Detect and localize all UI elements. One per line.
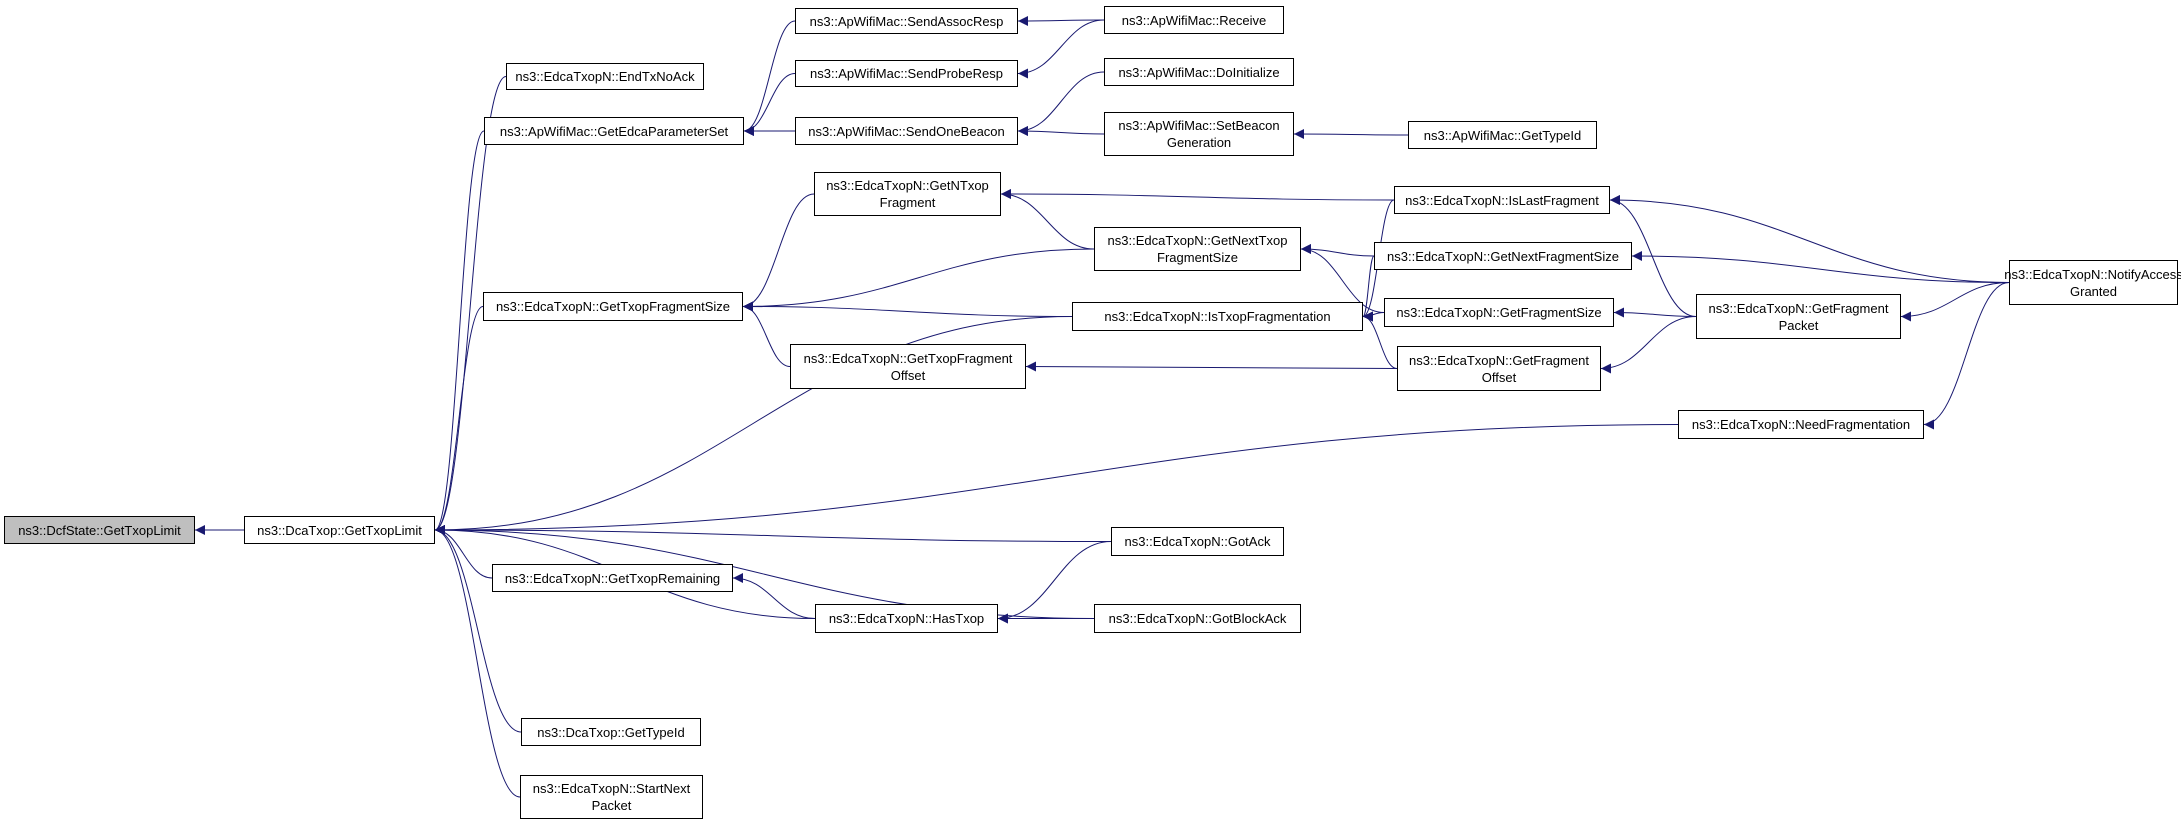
graph-node-n9[interactable]: ns3::ApWifiMac::SendProbeResp [795, 60, 1018, 87]
edge-n12-to-n4 [742, 301, 791, 367]
edge-n22-to-n11 [1000, 189, 1395, 201]
edge-n27-to-n25 [1600, 316, 1697, 374]
graph-node-n25[interactable]: ns3::EdcaTxopN::GetFragment Offset [1397, 346, 1601, 391]
graph-node-n13[interactable]: ns3::EdcaTxopN::IsTxopFragmentation [1072, 302, 1363, 331]
graph-node-n27[interactable]: ns3::EdcaTxopN::GetFragment Packet [1696, 294, 1901, 339]
edge-n25-to-n12 [1025, 361, 1398, 372]
edge-n13-to-n1 [434, 316, 1073, 535]
edge-n21-to-n17 [1293, 129, 1409, 140]
edge-n19-to-n14 [997, 541, 1112, 624]
edge-n7-to-n1 [434, 525, 521, 798]
graph-node-n11[interactable]: ns3::EdcaTxopN::GetNTxop Fragment [814, 172, 1001, 216]
graph-node-n28[interactable]: ns3::EdcaTxopN::NotifyAccess Granted [2004, 260, 2181, 305]
graph-node-n24[interactable]: ns3::EdcaTxopN::GetFragmentSize [1384, 298, 1614, 327]
edge-n17-to-n10 [1017, 126, 1105, 137]
graph-node-n7[interactable]: ns3::EdcaTxopN::StartNext Packet [520, 775, 703, 819]
edge-n25-to-n13 [1362, 311, 1398, 369]
graph-node-n22[interactable]: ns3::EdcaTxopN::IsLastFragment [1394, 186, 1610, 214]
edge-n24-to-n18 [1300, 244, 1385, 313]
edge-n2-to-n1 [434, 76, 507, 535]
graph-node-n15[interactable]: ns3::ApWifiMac::Receive [1104, 6, 1284, 34]
graph-node-n8[interactable]: ns3::ApWifiMac::SendAssocResp [795, 8, 1018, 34]
edge-n23-to-n18 [1300, 244, 1375, 257]
graph-node-n23[interactable]: ns3::EdcaTxopN::GetNextFragmentSize [1374, 242, 1632, 270]
edge-n18-to-n4 [742, 248, 1095, 312]
edge-n16-to-n10 [1017, 71, 1105, 136]
graph-node-n20[interactable]: ns3::EdcaTxopN::GotBlockAck [1094, 604, 1301, 633]
edge-n28-to-n26 [1923, 282, 2010, 430]
edge-n14-to-n5 [732, 573, 816, 619]
edge-n11-to-n4 [742, 193, 815, 312]
edge-n15-to-n9 [1017, 19, 1105, 79]
graph-node-n21[interactable]: ns3::ApWifiMac::GetTypeId [1408, 121, 1597, 149]
edge-n4-to-n1 [434, 306, 484, 535]
graph-node-n5[interactable]: ns3::EdcaTxopN::GetTxopRemaining [492, 564, 733, 592]
edge-n6-to-n1 [434, 525, 522, 733]
graph-node-n19[interactable]: ns3::EdcaTxopN::GotAck [1111, 527, 1284, 556]
edge-n3-to-n1 [434, 130, 485, 535]
graph-node-n1[interactable]: ns3::DcaTxop::GetTxopLimit [244, 516, 435, 544]
graph-node-n16[interactable]: ns3::ApWifiMac::DoInitialize [1104, 58, 1294, 86]
graph-node-n0[interactable]: ns3::DcfState::GetTxopLimit [4, 516, 195, 544]
edge-n23-to-n13 [1362, 255, 1375, 322]
edge-n9-to-n3 [743, 73, 796, 136]
graph-node-n17[interactable]: ns3::ApWifiMac::SetBeacon Generation [1104, 112, 1294, 156]
graph-node-n2[interactable]: ns3::EdcaTxopN::EndTxNoAck [506, 63, 704, 90]
edge-n28-to-n23 [1631, 251, 2010, 283]
edge-n19-to-n1 [434, 525, 1112, 542]
edge-n28-to-n22 [1609, 195, 2010, 283]
edge-n26-to-n1 [434, 424, 1679, 535]
edge-n13-to-n4 [742, 301, 1073, 317]
edge-n27-to-n24 [1613, 307, 1697, 318]
graph-node-n6[interactable]: ns3::DcaTxop::GetTypeId [521, 718, 701, 746]
graph-node-n3[interactable]: ns3::ApWifiMac::GetEdcaParameterSet [484, 117, 744, 145]
graph-node-n4[interactable]: ns3::EdcaTxopN::GetTxopFragmentSize [483, 292, 743, 321]
edge-n15-to-n8 [1017, 15, 1105, 26]
edge-n18-to-n11 [1000, 189, 1095, 250]
graph-node-n14[interactable]: ns3::EdcaTxopN::HasTxop [815, 604, 998, 633]
graph-node-n12[interactable]: ns3::EdcaTxopN::GetTxopFragment Offset [790, 344, 1026, 389]
edge-n5-to-n1 [434, 525, 493, 579]
graph-node-n18[interactable]: ns3::EdcaTxopN::GetNextTxop FragmentSize [1094, 227, 1301, 271]
edge-n28-to-n27 [1900, 282, 2010, 322]
graph-node-n10[interactable]: ns3::ApWifiMac::SendOneBeacon [795, 117, 1018, 145]
graph-node-n26[interactable]: ns3::EdcaTxopN::NeedFragmentation [1678, 410, 1924, 439]
edge-n27-to-n22 [1609, 195, 1697, 317]
